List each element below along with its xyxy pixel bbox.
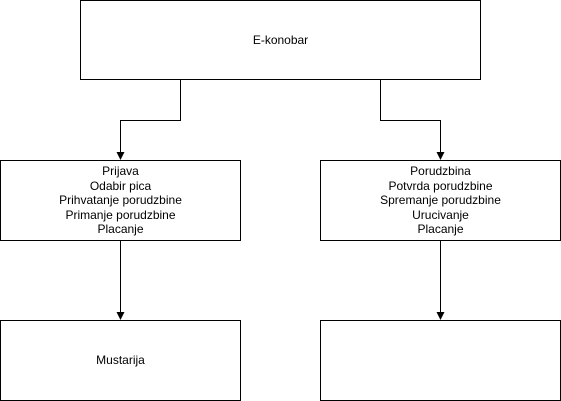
right-child-node <box>320 320 561 401</box>
left-item-3: Prihvatanje porudzbine <box>59 193 182 208</box>
left-item-2: Odabir pica <box>89 178 152 193</box>
left-item-5: Placanje <box>97 222 144 237</box>
root-node-label: E-konobar <box>252 32 309 47</box>
left-process-node: Prijava Odabir pica Prihvatanje porudzbi… <box>0 160 241 241</box>
left-item-4: Primanje porudzbine <box>65 207 176 222</box>
connector-root-left <box>116 80 181 160</box>
left-child-node: Mustarija <box>0 320 241 401</box>
right-item-5: Placanje <box>417 222 464 237</box>
left-child-label: Mustarija <box>96 353 145 368</box>
right-item-4: Urucivanje <box>412 207 469 222</box>
root-node: E-konobar <box>80 0 481 80</box>
right-item-1: Porudzbina <box>410 164 471 179</box>
left-item-1: Prijava <box>102 164 139 179</box>
connector-root-right <box>380 80 445 160</box>
right-item-2: Potvrda porudzbine <box>388 178 493 193</box>
right-item-3: Spremanje porudzbine <box>380 193 501 208</box>
right-process-node: Porudzbina Potvrda porudzbine Spremanje … <box>320 160 561 241</box>
